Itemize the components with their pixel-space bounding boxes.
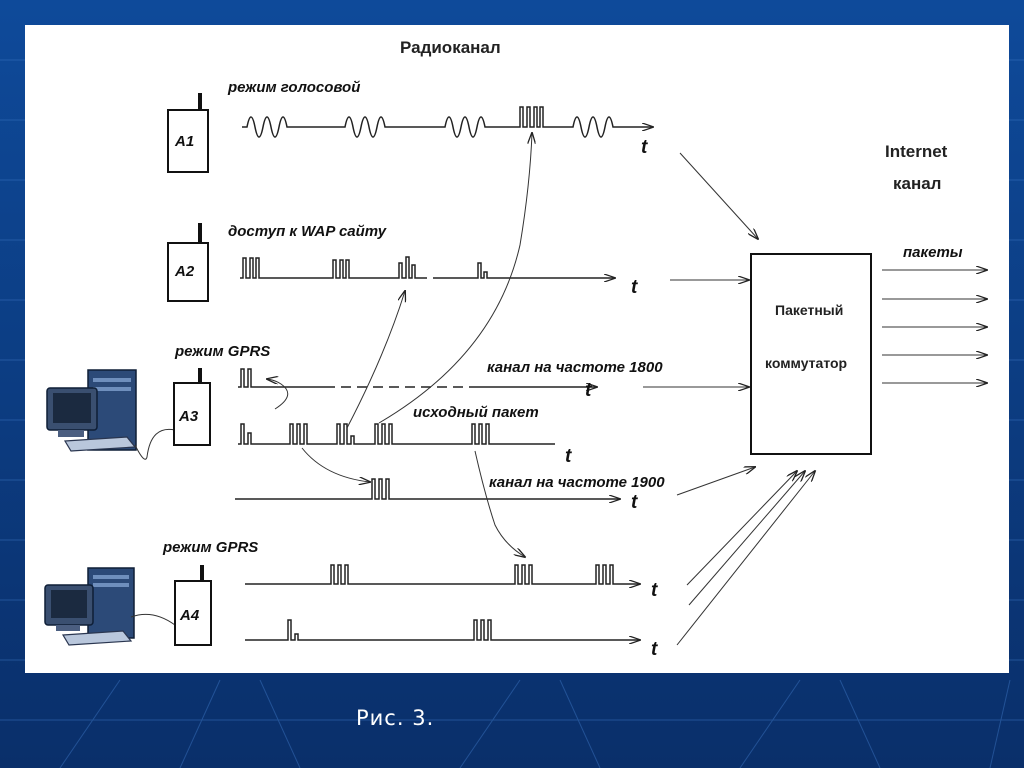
device-a2-label: A2	[174, 263, 195, 280]
internet-header-line2: канал	[893, 174, 942, 193]
device-a4-label: A4	[179, 607, 200, 624]
arrow-icon	[676, 467, 755, 496]
device-a1-label: A1	[174, 133, 194, 150]
arrow-icon	[679, 152, 758, 239]
arrow-icon	[688, 471, 805, 606]
device-a3: A3	[173, 368, 211, 446]
packet-switch-line1: Пакетный	[775, 302, 843, 318]
arrow-icon	[686, 471, 797, 586]
channel-1900-time-label: t	[631, 492, 638, 513]
a4-signal-1-time-label: t	[651, 580, 658, 601]
a4-signal-1	[245, 564, 640, 584]
source-packet-signal	[238, 423, 555, 445]
packets-label: пакеты	[903, 244, 963, 261]
packet-switch-line2: коммутатор	[765, 355, 847, 371]
computer-a3	[46, 369, 176, 460]
source-packet-time-label: t	[565, 446, 572, 467]
a4-signal-2-time-label: t	[651, 639, 658, 660]
gprs-mode-a4-label: режим GPRS	[162, 539, 258, 556]
a2-time-label: t	[631, 277, 638, 298]
channel-1800-label: канал на частоте 1800	[487, 359, 663, 376]
device-a4: A4	[174, 565, 212, 646]
channel-1900-signal	[235, 478, 620, 499]
internet-header-line1: Internet	[885, 142, 948, 161]
computer-a4	[44, 567, 176, 646]
arrow-icon	[474, 450, 525, 557]
source-packet-label: исходный пакет	[413, 404, 539, 421]
arrow-icon	[676, 471, 815, 646]
gprs-diagram: Радиоканал Internet канал A1 режим голос…	[44, 38, 1009, 660]
a2-signal	[240, 256, 615, 278]
arrow-icon	[378, 133, 532, 424]
voice-mode-label: режим голосовой	[227, 79, 360, 96]
arrow-icon	[346, 291, 405, 429]
radio-channel-header: Радиоканал	[400, 38, 501, 57]
channel-1900-label: канал на частоте 1900	[489, 474, 665, 491]
computer-icon	[87, 369, 137, 451]
device-a2: A2	[167, 223, 209, 302]
diagram-panel: Радиоканал Internet канал A1 режим голос…	[25, 25, 1009, 673]
a1-signal	[242, 106, 653, 138]
channel-1800-time-label: t	[585, 380, 592, 401]
arrow-icon	[267, 379, 289, 410]
a4-signal-2	[245, 619, 640, 640]
a1-time-label: t	[641, 137, 648, 158]
channel-1800-signal	[238, 368, 325, 388]
gprs-mode-a3-label: режим GPRS	[174, 343, 270, 360]
device-a3-label: A3	[178, 408, 199, 425]
packet-switch: Пакетный коммутатор	[750, 253, 872, 455]
arrow-icon	[301, 447, 370, 482]
figure-caption: Рис. 3.	[356, 706, 435, 730]
wap-access-label: доступ к WAP сайту	[228, 223, 387, 240]
device-a1: A1	[167, 93, 209, 173]
